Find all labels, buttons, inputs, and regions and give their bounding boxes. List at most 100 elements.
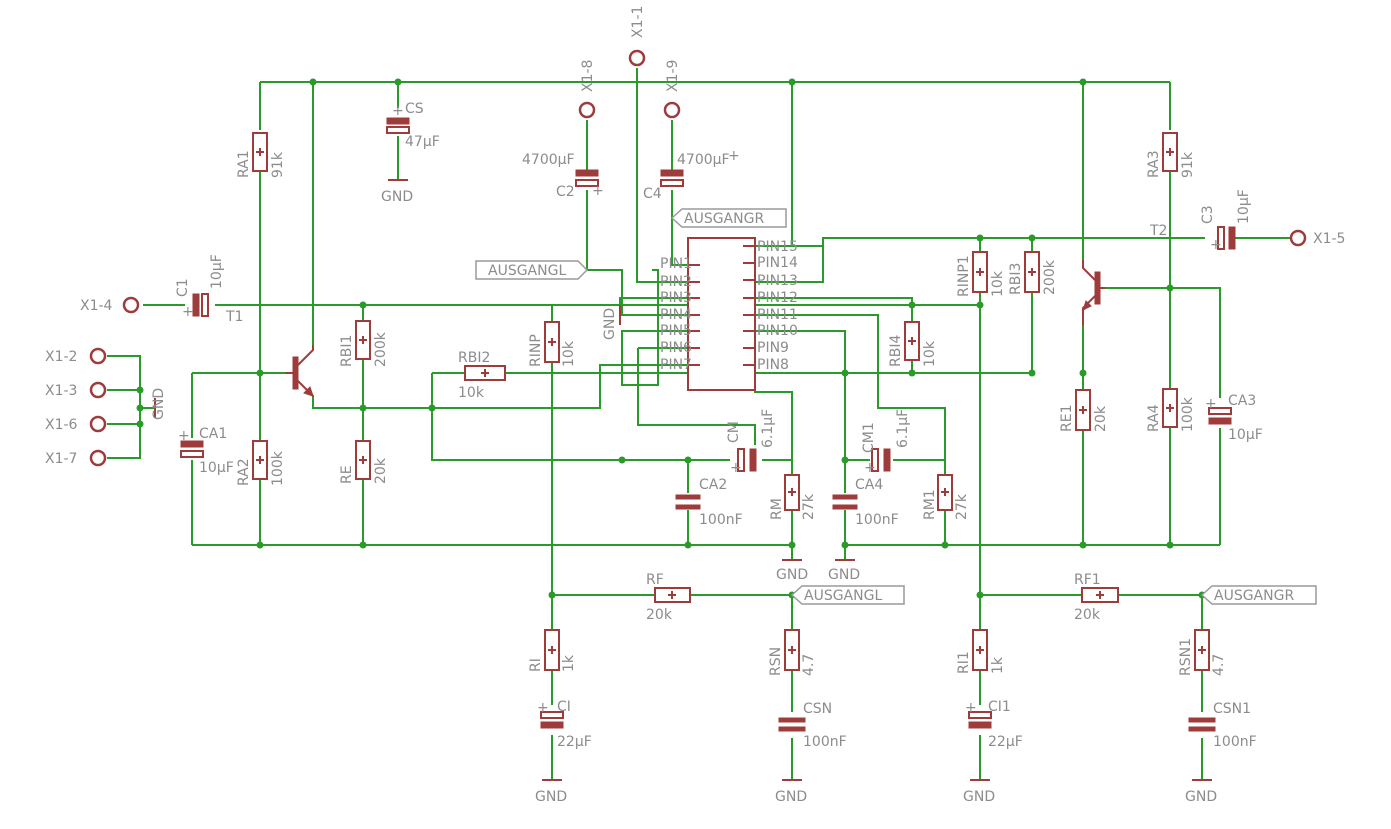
svg-text:CS: CS — [405, 101, 424, 117]
resistor-ra1[interactable]: RA1 91k — [236, 132, 286, 178]
svg-text:GND: GND — [151, 388, 167, 420]
resistor-ra3[interactable]: RA3 91k — [1146, 132, 1196, 178]
svg-text:100k: 100k — [270, 450, 286, 486]
resistor-rf1[interactable]: RF1 20k — [1074, 572, 1119, 623]
svg-text:C4: C4 — [643, 186, 662, 202]
resistor-ri1[interactable]: RI1 1k — [956, 629, 1006, 674]
transistor-t2[interactable]: T2 — [1082, 223, 1167, 325]
svg-text:CA1: CA1 — [199, 426, 227, 442]
resistor-re[interactable]: RE 20k — [339, 440, 389, 484]
svg-text:100nF: 100nF — [1213, 734, 1257, 750]
svg-text:RBI1: RBI1 — [339, 335, 355, 367]
svg-text:GND: GND — [776, 567, 808, 583]
resistor-rm[interactable]: RM 27k — [769, 474, 817, 520]
terminal-label: X1-8 — [580, 60, 596, 92]
svg-text:RA2: RA2 — [236, 458, 252, 486]
svg-text:RE: RE — [339, 465, 355, 484]
terminal-x1-3[interactable]: X1-3 — [45, 381, 107, 399]
terminal-x1-8[interactable]: X1-8 — [578, 60, 596, 119]
resistor-ra2[interactable]: RA2 100k — [236, 440, 286, 486]
ground-symbol-cs: GND — [381, 179, 413, 205]
svg-text:PIN11: PIN11 — [757, 307, 798, 323]
resistor-ri[interactable]: RI 1k — [528, 629, 577, 672]
svg-text:RA3: RA3 — [1146, 150, 1162, 178]
capacitor-ca3[interactable]: + CA3 10µF — [1205, 393, 1263, 443]
svg-text:PIN5: PIN5 — [660, 323, 692, 339]
terminal-label: X1-7 — [45, 451, 77, 467]
wires — [107, 68, 1290, 780]
capacitor-ca1[interactable]: + CA1 10µF — [178, 426, 234, 476]
capacitor-c3[interactable]: + C3 10µF — [1200, 189, 1252, 253]
terminal-x1-6[interactable]: X1-6 — [45, 415, 107, 433]
resistor-rf[interactable]: RF 20k — [646, 572, 691, 623]
svg-text:+: + — [537, 700, 549, 716]
svg-text:PIN15: PIN15 — [757, 239, 798, 255]
terminal-label: X1-5 — [1313, 231, 1345, 247]
terminal-x1-4[interactable]: X1-4 — [80, 296, 140, 314]
resistor-rinp1[interactable]: RINP1 10k — [956, 251, 1006, 297]
net-label-ausgangr-bottom: AUSGANGR — [1200, 585, 1317, 605]
svg-text:6.1µF: 6.1µF — [760, 409, 776, 448]
svg-text:RM: RM — [769, 498, 785, 520]
terminal-label: X1-4 — [80, 298, 113, 314]
svg-text:10k: 10k — [458, 385, 485, 401]
svg-text:CM: CM — [726, 421, 742, 443]
resistor-rbi3[interactable]: RBI3 200k — [1008, 251, 1058, 295]
svg-text:10µF: 10µF — [209, 254, 225, 289]
capacitor-csn1[interactable]: CSN1 100nF — [1188, 701, 1257, 750]
resistor-rsn1[interactable]: RSN1 4.7 — [1178, 629, 1227, 676]
capacitor-ca4[interactable]: CA4 100nF — [832, 477, 899, 528]
svg-text:CSN: CSN — [803, 701, 832, 717]
svg-text:RA1: RA1 — [236, 150, 252, 178]
svg-text:RBI2: RBI2 — [458, 350, 490, 366]
resistor-rbi1[interactable]: RBI1 200k — [339, 320, 389, 367]
resistor-rbi4[interactable]: RBI4 10k — [888, 321, 938, 367]
svg-text:PIN3: PIN3 — [660, 290, 692, 306]
net-label-ausgangl-top: AUSGANGL — [475, 260, 589, 280]
ground-symbol-csn: GND — [775, 779, 807, 805]
svg-text:PIN6: PIN6 — [660, 340, 692, 356]
terminal-x1-5[interactable]: X1-5 — [1289, 229, 1345, 247]
svg-text:GND: GND — [602, 308, 618, 340]
capacitor-ca2[interactable]: CA2 100nF — [675, 477, 743, 528]
svg-text:CA4: CA4 — [855, 477, 883, 493]
capacitor-c2[interactable]: + 4700µF C2 — [522, 152, 604, 200]
ic-amplifier[interactable]: PIN1 PIN2 PIN3 PIN4 PIN5 PIN6 PIN7 PIN15… — [660, 237, 798, 391]
svg-text:RF1: RF1 — [1074, 572, 1101, 588]
capacitor-cm1[interactable]: + CM1 6.1µF — [861, 409, 911, 476]
svg-text:200k: 200k — [1042, 259, 1058, 295]
svg-text:47µF: 47µF — [405, 134, 440, 150]
svg-text:GND: GND — [535, 789, 567, 805]
svg-text:27k: 27k — [801, 493, 817, 520]
terminal-label: X1-9 — [665, 60, 681, 92]
terminal-x1-7[interactable]: X1-7 — [45, 449, 107, 467]
resistor-rm1[interactable]: RM1 27k — [922, 474, 970, 520]
transistor-t1[interactable]: T1 — [225, 309, 314, 397]
resistor-rinp[interactable]: RINP 10k — [528, 321, 577, 367]
svg-text:PIN13: PIN13 — [757, 273, 798, 289]
capacitor-csn[interactable]: CSN 100nF — [778, 701, 847, 750]
resistor-rsn[interactable]: RSN 4.7 — [768, 629, 817, 676]
svg-text:+: + — [592, 183, 604, 199]
svg-text:1k: 1k — [561, 654, 577, 672]
resistor-ra4[interactable]: RA4 100k — [1146, 388, 1196, 432]
terminal-x1-2[interactable]: X1-2 — [45, 347, 107, 365]
resistor-re1[interactable]: RE1 20k — [1059, 389, 1109, 432]
capacitor-cs[interactable]: + CS 47µF — [386, 101, 440, 150]
terminal-x1-1[interactable]: X1-1 — [628, 6, 646, 67]
capacitor-cm[interactable]: + CM 6.1µF — [726, 409, 776, 476]
svg-text:+: + — [178, 428, 190, 444]
svg-text:PIN12: PIN12 — [757, 290, 798, 306]
svg-text:10k: 10k — [990, 270, 1006, 297]
terminal-label: X1-3 — [45, 383, 77, 399]
svg-text:RINP1: RINP1 — [956, 255, 972, 297]
resistor-rbi2[interactable]: RBI2 10k — [458, 350, 506, 401]
capacitor-c4[interactable]: + 4700µF C4 — [643, 148, 740, 202]
svg-text:4700µF: 4700µF — [677, 152, 730, 168]
terminal-label: X1-1 — [630, 6, 646, 38]
capacitor-ci[interactable]: + CI 22µF — [537, 699, 592, 750]
capacitor-ci1[interactable]: + CI1 22µF — [965, 699, 1023, 750]
svg-text:PIN8: PIN8 — [757, 357, 789, 373]
capacitor-c1[interactable]: + C1 10µF — [175, 254, 225, 320]
terminal-x1-9[interactable]: X1-9 — [663, 60, 681, 119]
